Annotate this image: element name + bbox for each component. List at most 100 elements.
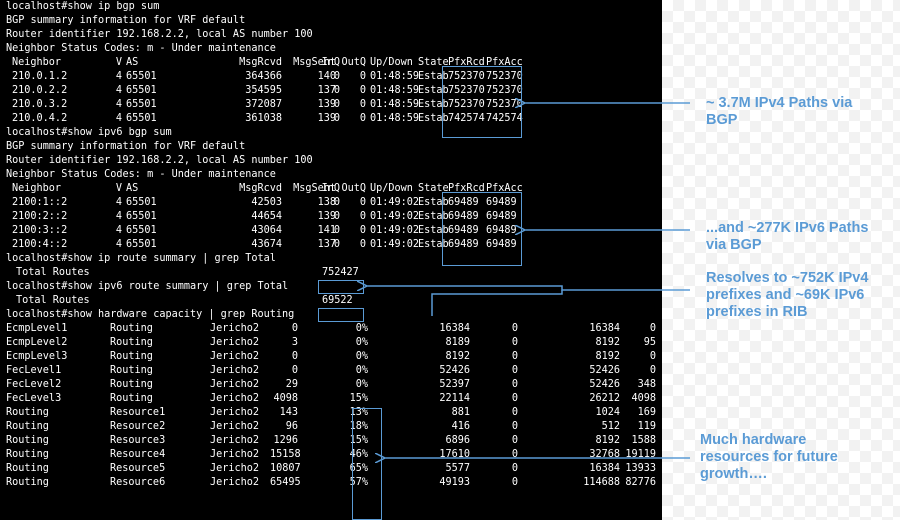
hw-row-cell-2: Jericho2 [210,435,260,446]
bgp4_block-row-cell-0: 210.0.1.2 [12,71,68,82]
hw-row-cell-8: 0 [649,365,656,376]
hw-row-cell-8: 348 [637,379,656,390]
hw-row-cell-7: 512 [601,421,620,432]
bgp6_block-row-cell-5: 0 [333,225,340,236]
annotation-rib: Resolves to ~752K IPv4 prefixes and ~69K… [706,270,869,320]
bgp6_block-row-cell-5: 0 [333,197,340,208]
hw-row-cell-4: 65% [349,463,368,474]
bgp4_block-row-cell-1: 4 [115,99,122,110]
hw-row-cell-7: 8192 [595,337,620,348]
bgp4_block-row-cell-7: 01:48:59 [370,85,420,96]
bgp4_block-row-cell-4: 139 [317,99,336,110]
hw-row-cell-7: 16384 [589,323,620,334]
bgp4_block-row-cell-3: 364366 [245,71,282,82]
hw-row-cell-2: Jericho2 [210,365,260,376]
route6-total-label: Total Routes [16,295,90,306]
hw-row-cell-7: 52426 [589,379,620,390]
bgp4_block-header-cell-9: PfxRcd [448,57,485,68]
hw-row-cell-0: Routing [6,421,49,432]
hw-row-cell-7: 32768 [589,449,620,460]
bgp6_block-row-cell-6: 0 [359,197,366,208]
hw-row-cell-5: 52397 [439,379,470,390]
hw-row-cell-2: Jericho2 [210,421,260,432]
bgp6_block-row-cell-3: 43674 [251,239,282,250]
bgp4_block-row-cell-4: 140 [317,71,336,82]
hw-row-cell-5: 8189 [445,337,470,348]
hw-row-cell-8: 82776 [625,477,656,488]
hw-row-cell-0: FecLevel3 [6,393,62,404]
route4-cmd-text: localhost#show ip route summary | grep T… [6,253,276,264]
hw-row-cell-0: Routing [6,407,49,418]
bgp4_block-header-cell-3: MsgRcvd [239,57,282,68]
bgp4_block-header-cell-4: MsgSent [293,57,336,68]
hw-row-cell-8: 19119 [625,449,656,460]
hw-row-cell-1: Routing [110,379,153,390]
hw-row-cell-2: Jericho2 [210,463,260,474]
bgp4_block-row-cell-7: 01:48:59 [370,71,420,82]
hw-row-cell-4: 15% [349,393,368,404]
hw-row-cell-0: Routing [6,477,49,488]
hw-row-cell-0: EcmpLevel2 [6,337,68,348]
bgp4_block-row-cell-9: 752370 [448,85,485,96]
bgp4_block-row-cell-4: 139 [317,113,336,124]
bgp6_block-row-cell-8: Estab [418,197,449,208]
hw-row-cell-4: 0% [355,337,368,348]
hw-row-cell-6: 0 [511,351,518,362]
bgp4_block-codes-text: Neighbor Status Codes: m - Under mainten… [6,43,276,54]
bgp6_block-header-cell-9: PfxRcd [448,183,485,194]
bgp6_block-row-cell-7: 01:49:02 [370,211,420,222]
hw-row-cell-0: Routing [6,463,49,474]
bgp6_block-header-cell-0: Neighbor [12,183,62,194]
hw-row-cell-0: Routing [6,435,49,446]
hw-row-cell-5: 17610 [439,449,470,460]
hw-row-cell-5: 8192 [445,351,470,362]
hw-row-cell-3: 65495 [270,477,301,488]
bgp4_block-row-cell-9: 742574 [448,113,485,124]
bgp4_block-header-cell-7: Up/Down [370,57,413,68]
hw-row-cell-8: 13933 [625,463,656,474]
bgp4_block-row-cell-1: 4 [115,85,122,96]
bgp6_block-row-cell-1: 4 [115,239,122,250]
hw-row-cell-0: EcmpLevel3 [6,351,68,362]
hw-row-cell-6: 0 [511,365,518,376]
bgp4_block-row-cell-0: 210.0.3.2 [12,99,68,110]
bgp6_block-row-cell-0: 2100:3::2 [12,225,68,236]
hw-row-cell-8: 0 [649,351,656,362]
hw-row-cell-7: 26212 [589,393,620,404]
bgp4_block-row-cell-10: 752370 [486,99,523,110]
annotation-ipv6-paths: ...and ~277K IPv6 Paths via BGP [706,220,869,253]
hw-row-cell-2: Jericho2 [210,337,260,348]
bgp6_block-row-cell-6: 0 [359,239,366,250]
bgp6_block-row-cell-0: 2100:2::2 [12,211,68,222]
bgp4_block-row-cell-8: Estab [418,99,449,110]
bgp4_block-row-cell-3: 361038 [245,113,282,124]
hw-row-cell-5: 49193 [439,477,470,488]
route4-cmd: localhost#show ip route summary | grep T… [0,252,662,266]
hw-row-cell-2: Jericho2 [210,351,260,362]
hw-row-cell-1: Routing [110,365,153,376]
route6-cmd: localhost#show ipv6 route summary | grep… [0,280,662,294]
bgp6_block-row-cell-3: 43064 [251,225,282,236]
bgp4_block-row-cell-4: 137 [317,85,336,96]
bgp4_block-row-cell-1: 4 [115,71,122,82]
bgp4_block-header-cell-10: PfxAcc [486,57,523,68]
hw-row-cell-4: 18% [349,421,368,432]
hw-row-cell-8: 1588 [631,435,656,446]
bgp6_block-row-cell-4: 141 [317,225,336,236]
bgp6_block-row-cell-9: 69489 [448,197,479,208]
hw-row-cell-3: 0 [291,365,298,376]
hw-row-cell-6: 0 [511,393,518,404]
bgp6_block-header-cell-1: V [115,183,122,194]
bgp6_block-row-cell-7: 01:49:02 [370,225,420,236]
bgp6_block-row-cell-8: Estab [418,239,449,250]
bgp4_block-row-cell-0: 210.0.2.2 [12,85,68,96]
